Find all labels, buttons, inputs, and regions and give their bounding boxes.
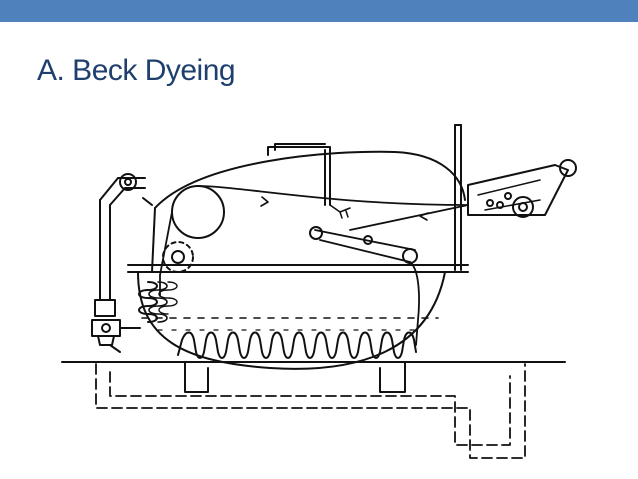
arrow-1 — [260, 196, 269, 207]
steam-heating-coil — [138, 281, 158, 323]
bottom-heating-coil — [177, 331, 417, 359]
foundation-outline — [95, 363, 526, 459]
winch-reel — [171, 185, 225, 239]
valve — [91, 319, 141, 353]
guide-roller-3 — [402, 248, 418, 264]
tank-top-dome — [154, 150, 466, 209]
support-legs — [184, 361, 406, 393]
slide-title: A. Beck Dyeing — [37, 54, 236, 87]
guide-roller-dashed — [162, 241, 194, 273]
tank-front-wall — [151, 207, 156, 273]
arrow-2 — [419, 212, 429, 221]
feed-unit — [467, 159, 577, 218]
vertical-pipe — [94, 173, 146, 317]
guide-roller-1 — [309, 226, 323, 240]
guide-roller-2 — [363, 235, 373, 245]
header-accent-bar — [0, 0, 638, 22]
steam-pipe — [267, 146, 331, 206]
